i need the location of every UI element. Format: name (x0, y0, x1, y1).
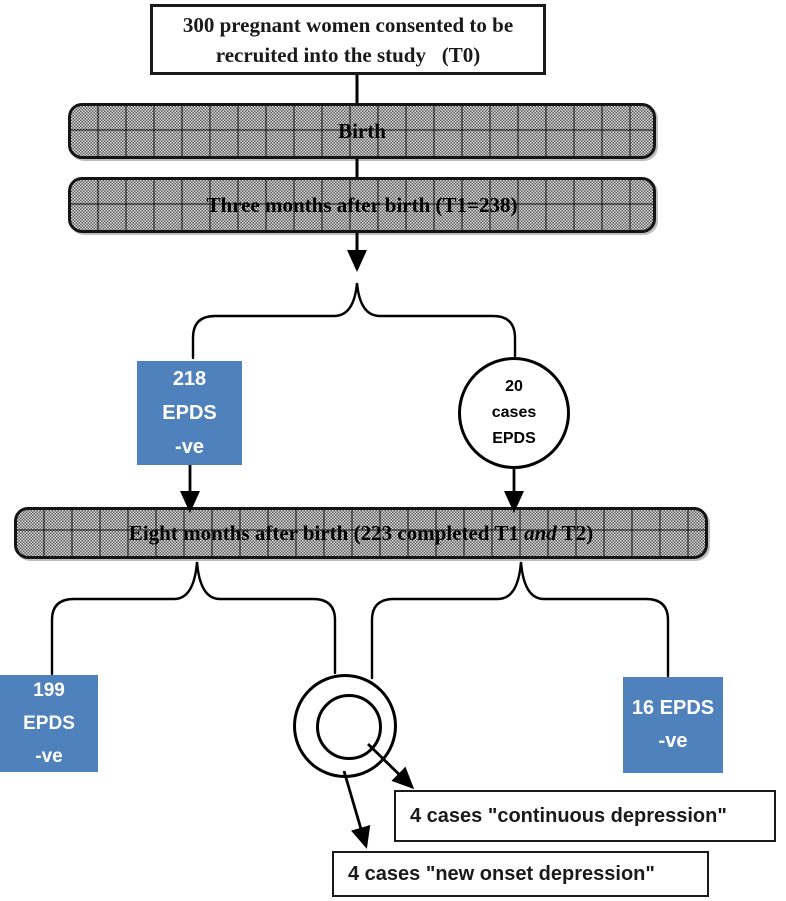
epds-negative-218-box: 218 EPDS -ve (137, 361, 242, 465)
epds-20-epds-label: EPDS (492, 430, 536, 447)
depression-cases-double-circle (293, 674, 397, 778)
lower-right-split-brace (370, 561, 670, 680)
arrow-to-new-onset-depression (342, 770, 371, 849)
consent-box-line1: 300 pregnant women consented to be (182, 12, 514, 37)
eight-months-bar-label: Eight months after birth (223 completed … (129, 521, 593, 546)
epds-positive-20-circle: 20 cases EPDS (458, 357, 570, 469)
new-onset-depression-label: 4 cases "new onset depression" (348, 862, 655, 885)
epds-negative-16-box: 16 EPDS -ve (623, 677, 723, 773)
epds-16-sign: -ve (658, 730, 688, 752)
epds-199-label: EPDS (23, 713, 75, 734)
epds-218-label: EPDS (162, 402, 217, 424)
new-onset-depression-box: 4 cases "new onset depression" (332, 851, 709, 897)
eight-months-pre: Eight months after birth (223 completed … (128, 520, 525, 545)
eight-months-italic-and: and (524, 520, 557, 545)
three-months-bar-label: Three months after birth (T1=238) (206, 192, 518, 217)
depression-cases-inner-circle (316, 694, 382, 760)
continuous-depression-label: 4 cases "continuous depression" (410, 804, 727, 827)
epds-218-sign: -ve (175, 436, 204, 458)
epds-20-cases-label: cases (491, 404, 537, 421)
epds-199-count: 199 (33, 680, 65, 701)
epds-218-count: 218 (172, 368, 207, 390)
eight-months-post: T2) (556, 520, 594, 545)
upper-split-brace (191, 282, 517, 360)
eight-months-bar: Eight months after birth (223 completed … (14, 507, 708, 559)
birth-bar-label: Birth (338, 118, 386, 143)
lower-left-split-brace (50, 561, 337, 676)
consent-box: 300 pregnant women consented to be recru… (150, 4, 546, 75)
epds-199-sign: -ve (35, 746, 63, 767)
epds-20-count: 20 (505, 378, 523, 395)
epds-negative-199-box: 199 EPDS -ve (0, 675, 98, 772)
three-months-bar: Three months after birth (T1=238) (68, 177, 656, 233)
birth-bar: Birth (68, 103, 656, 159)
epds-16-count: 16 EPDS (631, 697, 715, 719)
consent-box-line2: recruited into the study (T0) (215, 42, 481, 67)
continuous-depression-box: 4 cases "continuous depression" (394, 790, 776, 842)
